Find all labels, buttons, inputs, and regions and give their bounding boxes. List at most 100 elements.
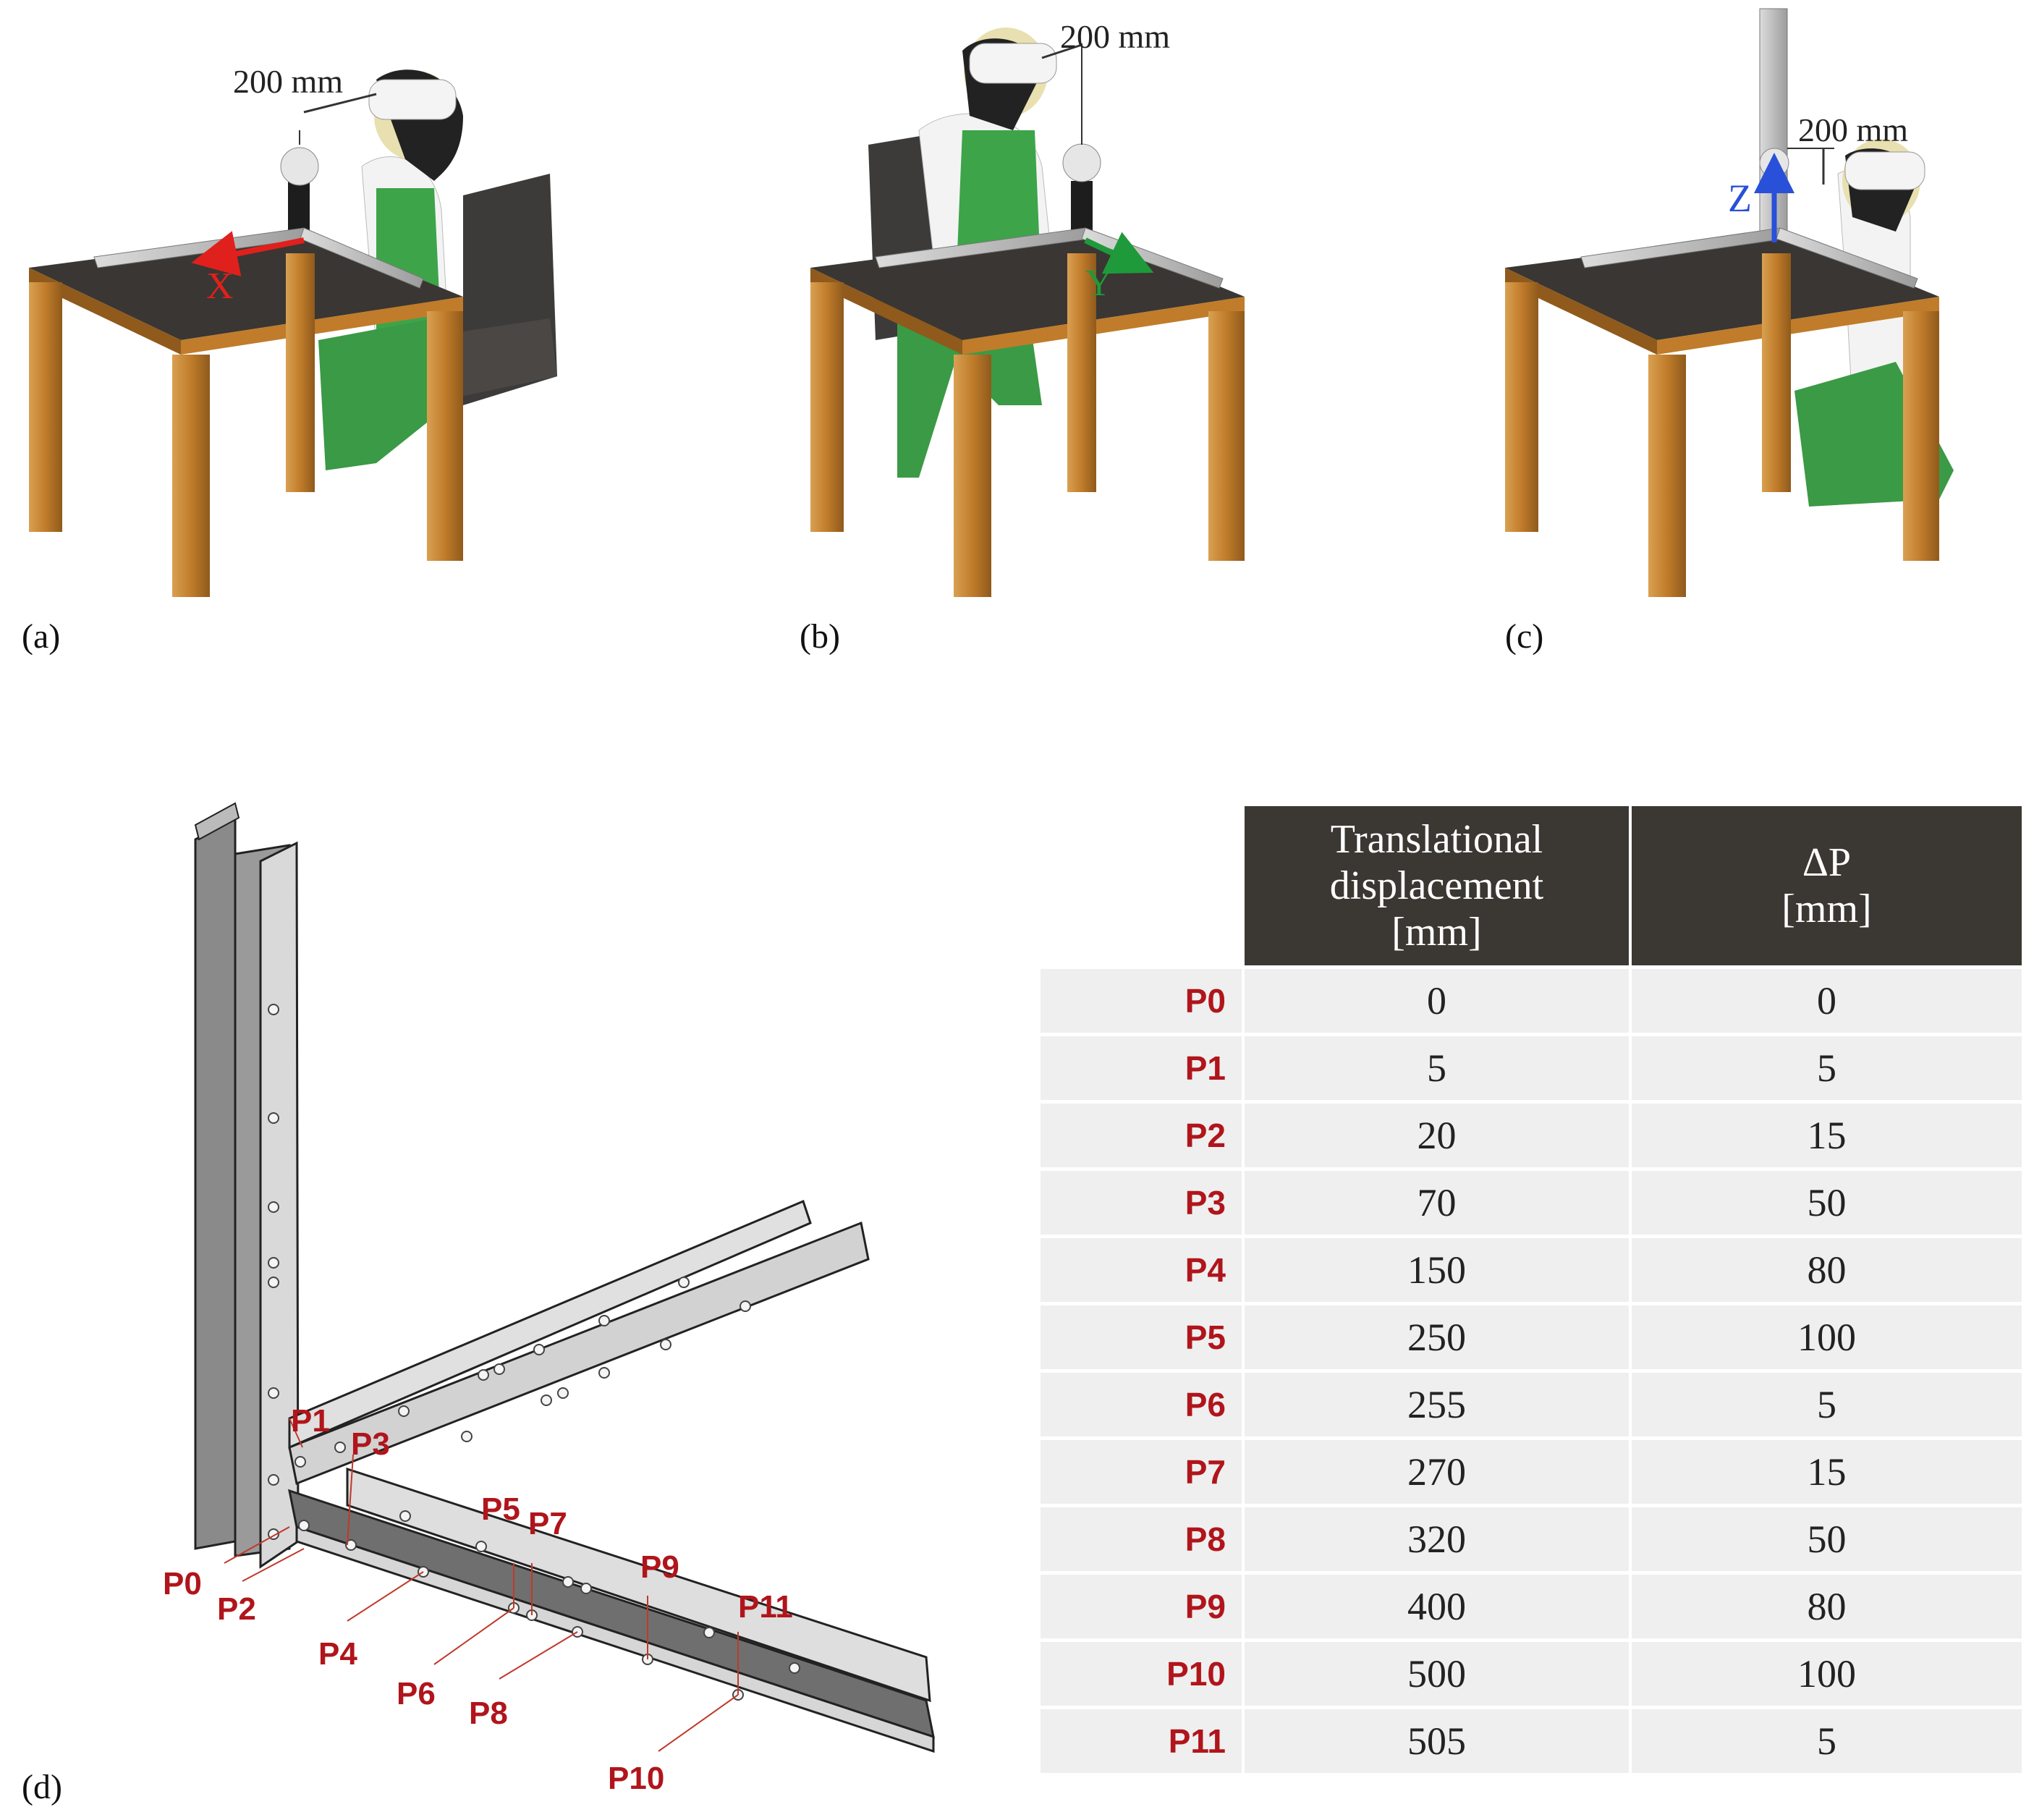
vr-headset-icon (368, 79, 457, 120)
y-channel (288, 1489, 935, 1739)
vertical-channel (194, 816, 237, 1550)
row-translational-displacement: 70 (1242, 1167, 1630, 1237)
dimension-line (1041, 43, 1082, 59)
table-leg (1505, 282, 1538, 532)
displacement-table: Translational displacement [mm] ΔP [mm] … (1041, 806, 2022, 1773)
x-axis-arrow (191, 231, 305, 276)
row-point-label: P11 (1041, 1706, 1243, 1773)
row-translational-displacement: 20 (1242, 1100, 1630, 1169)
person-legs (318, 318, 449, 470)
row-translational-displacement: 505 (1242, 1706, 1630, 1773)
row-delta-p: 80 (1629, 1235, 2022, 1304)
table-leg (1067, 253, 1096, 492)
rail-label-p11: P11 (738, 1589, 793, 1625)
row-translational-displacement: 5 (1242, 1033, 1630, 1102)
row-point-label: P9 (1041, 1571, 1243, 1641)
row-point-label: P3 (1041, 1167, 1243, 1237)
row-delta-p: 5 (1629, 1369, 2022, 1439)
controller-icon (280, 147, 319, 186)
rail-label-p10: P10 (608, 1761, 664, 1796)
table-leg (954, 355, 991, 597)
vr-headset-icon (969, 43, 1057, 84)
table-leg (1208, 311, 1245, 561)
rail-label-p5: P5 (481, 1491, 520, 1527)
leader-lines (224, 1418, 739, 1752)
panel-d-rails: P0 P1 P2 P3 P4 P5 P6 P7 P8 P9 P10 P11 (d… (22, 802, 935, 1806)
row-delta-p: 80 (1629, 1571, 2022, 1641)
panel-a: X 200 mm (a) (22, 63, 557, 656)
row-delta-p: 5 (1629, 1033, 2022, 1102)
row-point-label: P6 (1041, 1369, 1243, 1439)
rail-label-p1: P1 (291, 1403, 330, 1439)
rail (300, 227, 424, 289)
rail (1776, 227, 1918, 289)
table-header-row: Translational displacement [mm] ΔP [mm] (1041, 806, 2022, 968)
row-point-label: P2 (1041, 1100, 1243, 1169)
panel-c: Z 200 mm (c) (1505, 8, 1954, 656)
header-translational-displacement: Translational displacement [mm] (1242, 806, 1630, 968)
row-delta-p: 0 (1629, 965, 2022, 1035)
axis-label-y: Y (1085, 263, 1113, 304)
rail-label-p6: P6 (397, 1676, 436, 1711)
row-translational-displacement: 0 (1242, 965, 1630, 1035)
row-delta-p: 5 (1629, 1706, 2022, 1773)
panel-tag-d: (d) (22, 1768, 62, 1806)
table-leg (427, 311, 463, 561)
row-point-label: P10 (1041, 1638, 1243, 1708)
y-axis-arrow (1084, 232, 1154, 274)
rail-label-p3: P3 (351, 1426, 390, 1462)
table-leg (1648, 355, 1686, 597)
row-translational-displacement: 250 (1242, 1302, 1630, 1371)
row-translational-displacement: 500 (1242, 1638, 1630, 1708)
row-delta-p: 100 (1629, 1638, 2022, 1708)
row-translational-displacement: 320 (1242, 1504, 1630, 1573)
row-translational-displacement: 255 (1242, 1369, 1630, 1439)
vr-headset-icon (1844, 151, 1925, 190)
panel-tag-b: (b) (800, 617, 840, 656)
rail-label-p7: P7 (528, 1506, 567, 1541)
row-point-label: P5 (1041, 1302, 1243, 1371)
row-point-label: P7 (1041, 1436, 1243, 1506)
axis-label-x: X (206, 266, 234, 307)
row-point-label: P8 (1041, 1504, 1243, 1573)
panel-tag-a: (a) (22, 617, 60, 656)
table-leg (172, 355, 210, 597)
rail-label-p8: P8 (469, 1696, 508, 1731)
header-delta-p: ΔP [mm] (1629, 806, 2022, 968)
row-delta-p: 15 (1629, 1100, 2022, 1169)
controller-post (1071, 181, 1093, 235)
displacement-table-wrap: Translational displacement [mm] ΔP [mm] … (1041, 806, 2022, 1773)
row-point-label: P4 (1041, 1235, 1243, 1304)
row-translational-displacement: 150 (1242, 1235, 1630, 1304)
rail-holes (268, 1004, 800, 1701)
row-translational-displacement: 270 (1242, 1436, 1630, 1506)
table-leg (810, 282, 844, 532)
row-delta-p: 50 (1629, 1167, 2022, 1237)
x-channel (288, 1221, 870, 1486)
table-leg (29, 282, 62, 532)
controller-post (288, 181, 310, 232)
table-leg (1903, 311, 1939, 561)
rail-label-p9: P9 (640, 1549, 679, 1585)
dimension-label: 200 mm (1060, 18, 1170, 55)
row-delta-p: 100 (1629, 1302, 2022, 1371)
table-header-blank (1041, 806, 1243, 968)
rail-label-p2: P2 (217, 1591, 256, 1627)
controller-icon (1062, 143, 1101, 182)
table-leg (1762, 253, 1791, 492)
